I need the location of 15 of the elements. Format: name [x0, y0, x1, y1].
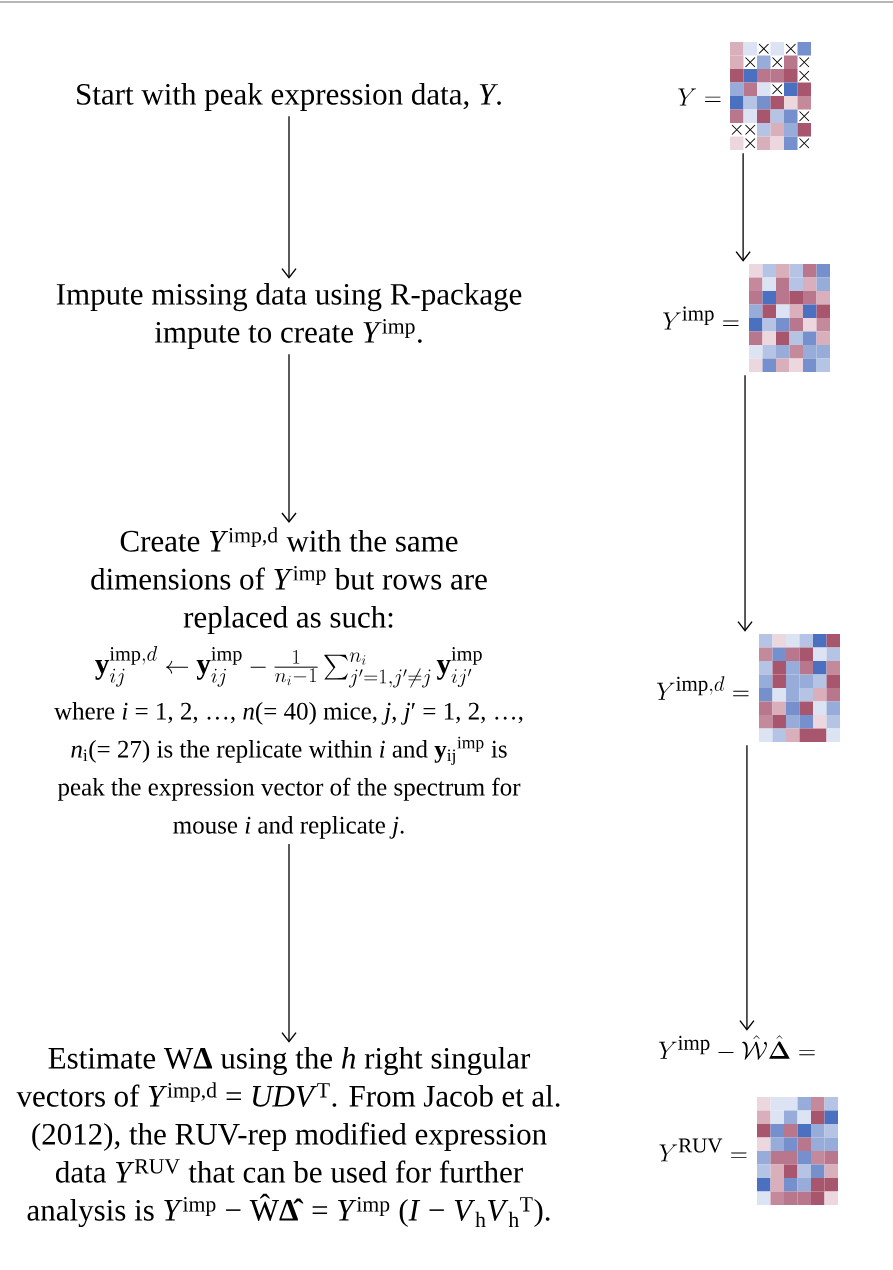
equation-label: $Y^{\mathrm{imp},d} =$ [656, 676, 749, 700]
equation-label: $Y =$ [678, 88, 721, 106]
step-text: Start with peak expression data, Y. [77, 82, 501, 112]
step-text: Create Y$^{imp,d}$ with the same dimensions of Y$^{imp}$ but rows are replaced as such: $\mathbf{y}_{ij}^{\mathrm{imp},d} \leftarrow \mathbf{y}_{ij}^{\mathrm{imp}} - \frac{1}{n_i-1}\sum_{j'=1,j'\neq j}^{n_i}\mathbf{y}_{ij'}^{\mathrm{imp}}$ where i = 1, 2, …, n(= 40) mice, j, j′ = 1, 2, …, n$_{i}$(= 27) is the replicate within i and y$_{ij}$$^{imp}$ is peak the expression vector of the spectrum for mouse i and replicate j. [54, 527, 523, 839]
step-text: Impute missing data using R-package impute to create Y$^{imp}$. [56, 282, 522, 350]
arrow [281, 115, 297, 279]
equation-label: $Y^{\mathrm{imp}} =$ [663, 306, 739, 330]
arrow [735, 152, 751, 262]
arrow [739, 744, 755, 1031]
equation-label: $Y^{\mathrm{RUV}} =$ [659, 1138, 747, 1162]
arrow [281, 353, 297, 524]
equation-label: $Y^{\mathrm{imp}} - \hat{\mathcal{W}}\hat{\boldsymbol{\Delta}} =$ [658, 1035, 815, 1060]
arrow [737, 374, 753, 632]
step-text: Estimate WΔ using the h right singular vectors of Y$^{imp,d}$ = UDV$^{T}$. From Jacob et al. (2012), the RUV-rep modified expression data Y$^{RUV}$ that can be used for further analysis is Y$^{imp}$ − ŴΔ̂ = Y$^{imp}$ (I − V$_{h}$V$_{h}$$^{T}$). [16, 1046, 560, 1228]
arrow [281, 843, 297, 1043]
